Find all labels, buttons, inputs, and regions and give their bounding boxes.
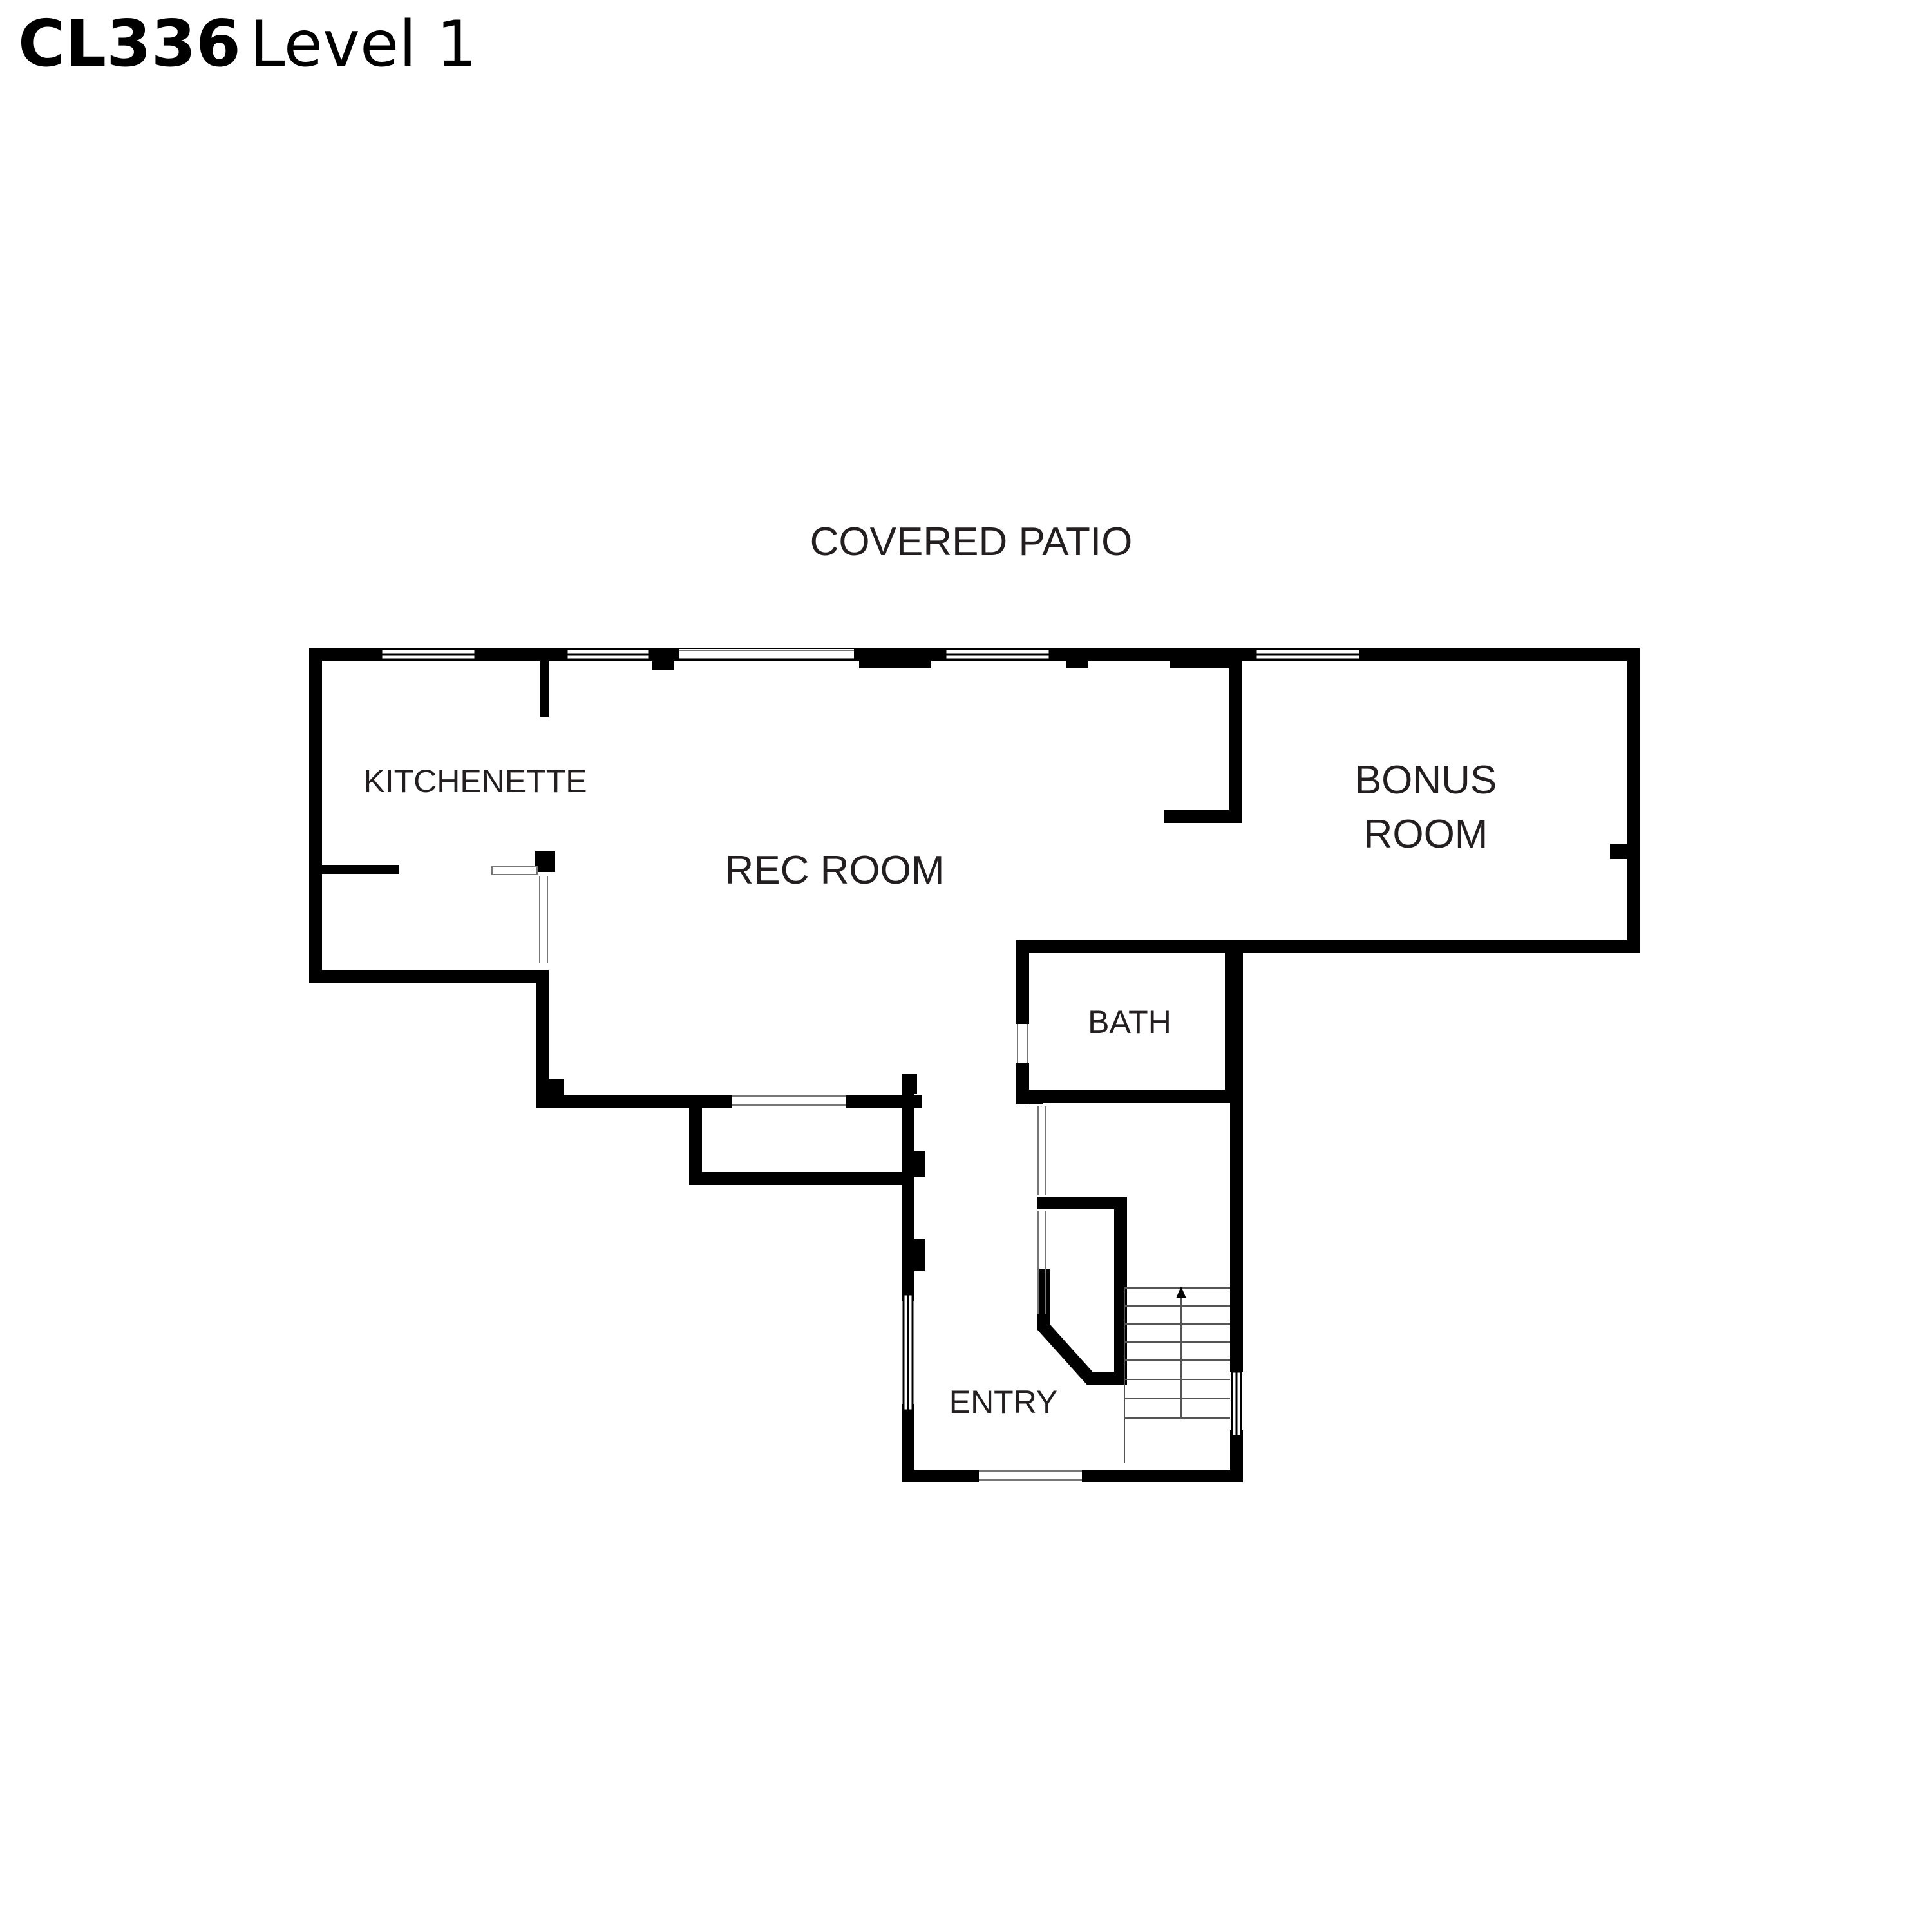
plan-code: CL336 <box>18 6 241 81</box>
label-kitchenette: KITCHENETTE <box>363 763 587 799</box>
column-top-4 <box>1170 661 1240 668</box>
slider-top <box>679 649 854 659</box>
windows <box>380 648 1361 1437</box>
label-bonus-room-line1: BONUS <box>1355 758 1497 802</box>
column-top-1 <box>652 661 674 670</box>
column-bonus-right <box>1610 844 1627 859</box>
plan-level: Level 1 <box>249 8 477 81</box>
label-entry: ENTRY <box>949 1384 1058 1420</box>
column-entry-2 <box>902 1239 925 1271</box>
column-top-3 <box>1066 661 1088 668</box>
label-bath: BATH <box>1088 1004 1171 1040</box>
stairs <box>1124 1286 1230 1463</box>
openings <box>491 649 1082 1482</box>
door-bath <box>1016 1024 1029 1063</box>
column-entry-1 <box>902 1151 925 1177</box>
stair-arrow <box>1176 1286 1186 1298</box>
label-rec-room: REC ROOM <box>725 848 945 893</box>
label-bonus-room-line2: ROOM <box>1364 812 1488 857</box>
counter-kitchenette <box>491 866 538 875</box>
column-rec-bottom <box>542 1079 564 1101</box>
column-top-2 <box>859 661 931 668</box>
column-kitchenette <box>535 851 555 872</box>
column-bath-bottom <box>1018 1092 1043 1104</box>
wall-bay <box>689 1095 908 1185</box>
label-covered-patio: COVERED PATIO <box>810 520 1133 564</box>
walls <box>309 648 1640 1482</box>
wall-kitchenette-stub-left <box>322 865 399 874</box>
wall-stair-closet <box>1037 1197 1127 1385</box>
wall-stubs <box>322 661 1627 1271</box>
wall-kitchenette-stub-top <box>540 661 549 717</box>
wall-bonus-partition <box>1164 661 1242 823</box>
column-entry-3 <box>902 1074 917 1094</box>
